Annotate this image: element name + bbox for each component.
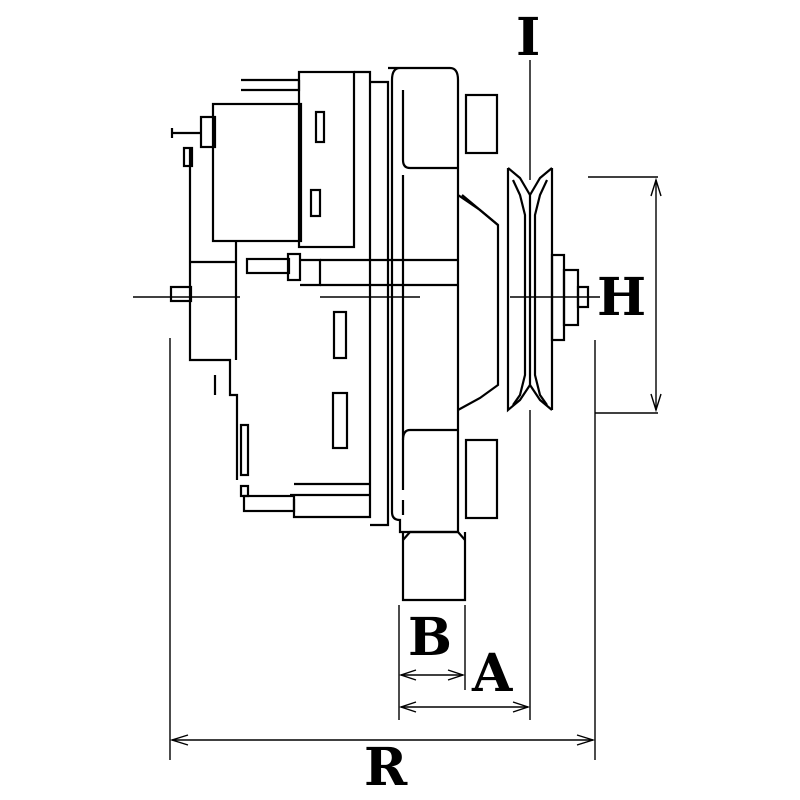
- pulley-nut: [550, 253, 590, 342]
- dimension-label-i: I: [516, 7, 541, 68]
- dimension-label-a: A: [472, 643, 513, 704]
- pulley: [506, 167, 554, 413]
- stator-housing: [370, 66, 500, 534]
- rear-bracket: [169, 70, 372, 519]
- dimension-b: [398, 605, 466, 720]
- dimension-label-r: R: [364, 737, 408, 798]
- mounting-foot: [401, 530, 467, 602]
- dimension-h: [588, 176, 662, 760]
- regulator-housing: [170, 70, 356, 249]
- dimension-label-b: B: [408, 607, 452, 668]
- dimension-r: [169, 338, 596, 760]
- terminal-stud: [245, 252, 390, 287]
- dimension-label-h: H: [597, 267, 647, 328]
- dimension-a: [398, 701, 531, 713]
